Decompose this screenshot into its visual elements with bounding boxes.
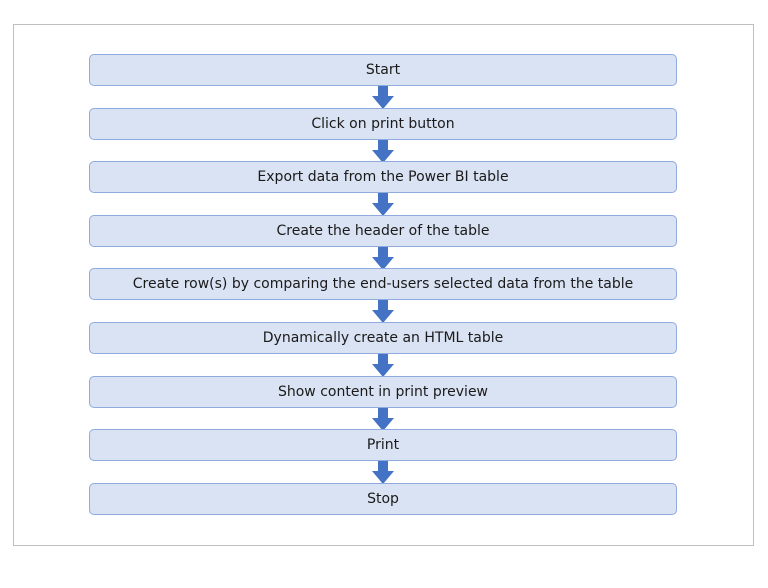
step-create-rows: Create row(s) by comparing the end-users… bbox=[89, 268, 677, 300]
step-export-data: Export data from the Power BI table bbox=[89, 161, 677, 193]
arrow-down-icon bbox=[372, 461, 394, 484]
step-create-header: Create the header of the table bbox=[89, 215, 677, 247]
step-print: Print bbox=[89, 429, 677, 461]
arrow-down-icon bbox=[372, 354, 394, 377]
step-click-print-button: Click on print button bbox=[89, 108, 677, 140]
step-show-print-preview: Show content in print preview bbox=[89, 376, 677, 408]
arrow-down-icon bbox=[372, 247, 394, 270]
step-start: Start bbox=[89, 54, 677, 86]
arrow-down-icon bbox=[372, 86, 394, 109]
arrow-down-icon bbox=[372, 408, 394, 431]
arrow-down-icon bbox=[372, 300, 394, 323]
step-create-html-table: Dynamically create an HTML table bbox=[89, 322, 677, 354]
step-stop: Stop bbox=[89, 483, 677, 515]
arrow-down-icon bbox=[372, 140, 394, 163]
arrow-down-icon bbox=[372, 193, 394, 216]
